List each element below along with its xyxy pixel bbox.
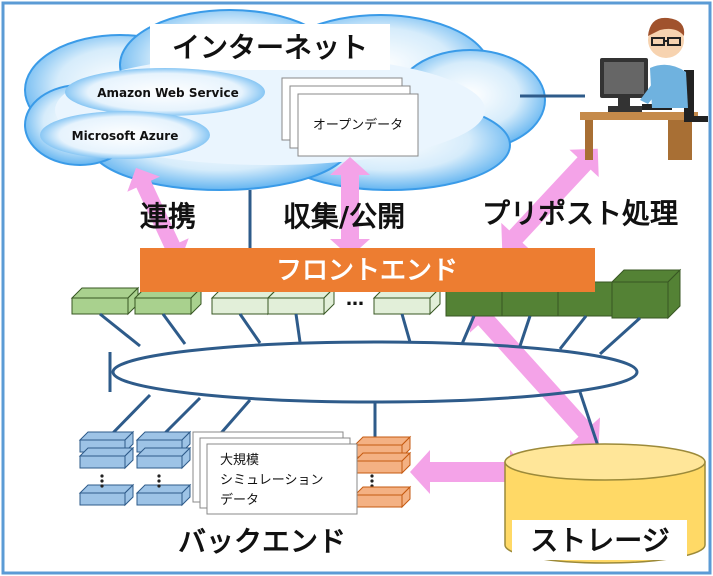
simulation-line-1: 大規模 xyxy=(220,453,259,468)
open-data-docs xyxy=(281,77,419,157)
frontend-storage-arrow xyxy=(469,304,601,446)
azure-oval xyxy=(40,111,210,159)
cooperation-label: 連携 xyxy=(140,200,196,233)
collect-publish-arrow xyxy=(330,157,370,257)
backend-label-box xyxy=(160,520,365,562)
collect-publish-label: 収集/公開 xyxy=(283,200,405,233)
simulation-line-3: データ xyxy=(220,492,259,508)
internet-title: インターネット xyxy=(172,31,368,64)
network xyxy=(99,312,642,453)
backend-nodes-blue xyxy=(78,430,192,507)
azure-label: Microsoft Azure xyxy=(72,129,179,143)
backend-nodes-orange xyxy=(353,435,412,509)
simulation-line-2: シミュレーション xyxy=(220,473,323,488)
frontend-ellipsis: … xyxy=(346,289,364,310)
storage-label-box xyxy=(512,520,687,560)
pre-post-arrow xyxy=(501,148,599,252)
backend-storage-arrow xyxy=(410,450,530,494)
frontend-label: フロントエンド xyxy=(276,256,458,286)
user-computer-icon xyxy=(580,17,708,160)
open-data-label: オープンデータ xyxy=(313,117,403,133)
internet-title-box xyxy=(150,24,390,70)
simulation-docs xyxy=(192,431,358,515)
aws-oval xyxy=(65,68,265,116)
pre-post-label: プリポスト処理 xyxy=(482,197,678,230)
aws-label: Amazon Web Service xyxy=(97,86,238,100)
backend-label: バックエンド xyxy=(178,525,346,558)
frontend-bar xyxy=(140,248,595,292)
storage-label: ストレージ xyxy=(530,524,669,557)
cooperation-arrow xyxy=(127,167,189,263)
